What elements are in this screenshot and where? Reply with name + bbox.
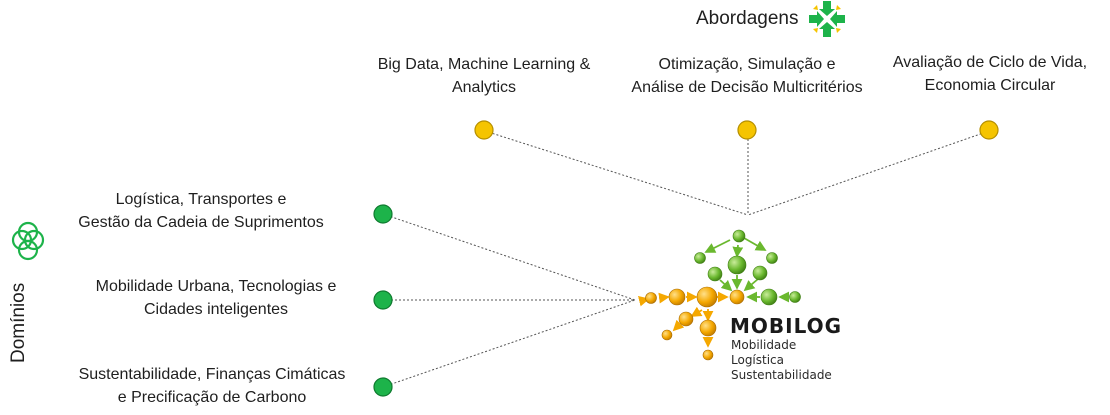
domain-label-2: Mobilidade Urbana, Tecnologias e Cidades… (76, 275, 356, 321)
approach-node-2 (737, 120, 757, 140)
domain-nodes (373, 204, 393, 397)
approach-label-1-line2: Analytics (451, 79, 517, 96)
four-arrows-inward-icon (809, 1, 845, 37)
three-rings-icon (11, 221, 45, 261)
domain-label-1-line1: Logística, Transportes e (115, 191, 287, 208)
approach-label-3-line2: Economia Circular (924, 77, 1056, 94)
approach-label-3-line1: Avaliação de Ciclo de Vida, (892, 54, 1088, 71)
logo-tagline-line3: Sustentabilidade (731, 368, 832, 382)
domain-label-2-line2: Cidades inteligentes (143, 301, 289, 318)
approach-label-2: Otimização, Simulação e Análise de Decis… (610, 53, 884, 99)
mobilog-logo-graphic (637, 229, 801, 361)
approach-node-1 (474, 120, 494, 140)
approach-nodes (474, 120, 999, 140)
logo-wordmark: MOBILOG (730, 314, 843, 338)
abordagens-title: Abordagens (696, 8, 799, 29)
approach-label-2-line1: Otimização, Simulação e (658, 56, 836, 73)
domain-label-3-line1: Sustentabilidade, Finanças Cimáticas (78, 366, 346, 383)
domain-label-3: Sustentabilidade, Finanças Cimáticas e P… (62, 363, 362, 409)
domain-label-1: Logística, Transportes e Gestão da Cadei… (56, 188, 346, 234)
domain-label-2-line1: Mobilidade Urbana, Tecnologias e (95, 278, 337, 295)
logo-tagline: Mobilidade Logística Sustentabilidade (731, 338, 832, 383)
logo-tagline-line1: Mobilidade (731, 338, 797, 352)
domain-connectors (382, 213, 636, 388)
domain-node-1 (373, 204, 393, 224)
approach-label-1-line1: Big Data, Machine Learning & (377, 56, 591, 73)
approach-label-2-line2: Análise de Decisão Multicritérios (631, 79, 863, 96)
connector-approach-1 (484, 130, 749, 216)
logo-tagline-line2: Logística (731, 353, 785, 367)
domain-label-3-line2: e Precificação de Carbono (117, 389, 307, 406)
dominios-title: Domínios (8, 282, 29, 363)
approach-node-3 (979, 120, 999, 140)
domain-label-1-line2: Gestão da Cadeia de Suprimentos (78, 214, 324, 231)
domain-node-2 (373, 290, 393, 310)
approach-label-3: Avaliação de Ciclo de Vida, Economia Cir… (880, 51, 1100, 97)
connector-domain-3 (382, 299, 636, 388)
domain-node-3 (373, 377, 393, 397)
approach-label-1: Big Data, Machine Learning & Analytics (362, 53, 606, 99)
approach-connectors (484, 130, 990, 216)
connector-domain-1 (382, 213, 636, 301)
connector-approach-3 (747, 130, 990, 216)
